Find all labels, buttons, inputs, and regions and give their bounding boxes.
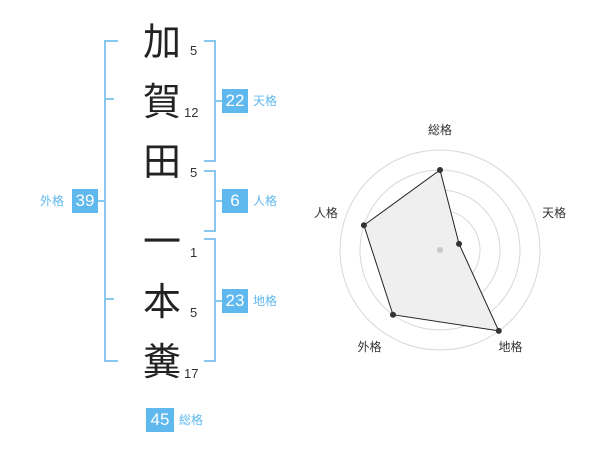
- radar-center-dot: [437, 247, 443, 253]
- stroke-count-6: 17: [184, 366, 199, 381]
- radar-point: [495, 327, 502, 334]
- name-char-1: 加: [142, 20, 181, 64]
- chikaku-label: 地格: [253, 294, 278, 308]
- gaikaku-value-badge: 39: [72, 189, 98, 213]
- gaikaku-label: 外格: [40, 194, 65, 208]
- chikaku-value-badge: 23: [222, 289, 248, 313]
- bracket-tick: [104, 98, 114, 100]
- tenkaku-label: 天格: [253, 94, 278, 108]
- radar-point: [360, 222, 367, 229]
- name-char-3: 田: [142, 140, 181, 184]
- stroke-count-3: 5: [190, 165, 198, 180]
- name-panel: 加 賀 田 一 本 糞 5 12 5 1 5 17 22 天格 6 人格 23 …: [40, 20, 278, 432]
- name-char-6: 糞: [142, 340, 181, 384]
- soukaku-label: 総格: [179, 413, 204, 427]
- gaikaku-bracket: [104, 40, 118, 362]
- radar-points: [360, 167, 502, 334]
- bracket-connector: [214, 200, 222, 202]
- bracket-connector: [214, 300, 222, 302]
- radar-value-polygon: [363, 169, 500, 332]
- radar-point: [437, 167, 443, 173]
- name-char-5: 本: [142, 280, 181, 324]
- stroke-count-1: 5: [190, 43, 198, 58]
- radar-axis-label: 人格: [314, 205, 338, 220]
- radar-point: [456, 240, 463, 247]
- soukaku-value-badge: 45: [146, 408, 174, 432]
- bracket-tick: [104, 298, 114, 300]
- bracket-connector: [94, 200, 104, 202]
- name-char-2: 賀: [142, 80, 181, 124]
- bracket-connector: [214, 100, 222, 102]
- jinkaku-label: 人格: [253, 194, 278, 208]
- name-char-4: 一: [142, 220, 181, 264]
- radar-ring: [339, 149, 541, 351]
- radar-axis-label: 総格: [428, 122, 452, 137]
- tenkaku-value-badge: 22: [222, 89, 248, 113]
- radar-axis-label: 天格: [542, 205, 566, 220]
- radar-point: [389, 311, 396, 318]
- radar-axis-label: 地格: [499, 339, 523, 354]
- stroke-count-5: 5: [190, 305, 198, 320]
- jinkaku-value-badge: 6: [222, 189, 248, 213]
- stroke-count-4: 1: [190, 245, 198, 260]
- stroke-count-2: 12: [184, 105, 199, 120]
- radar-axis-label: 外格: [357, 339, 381, 354]
